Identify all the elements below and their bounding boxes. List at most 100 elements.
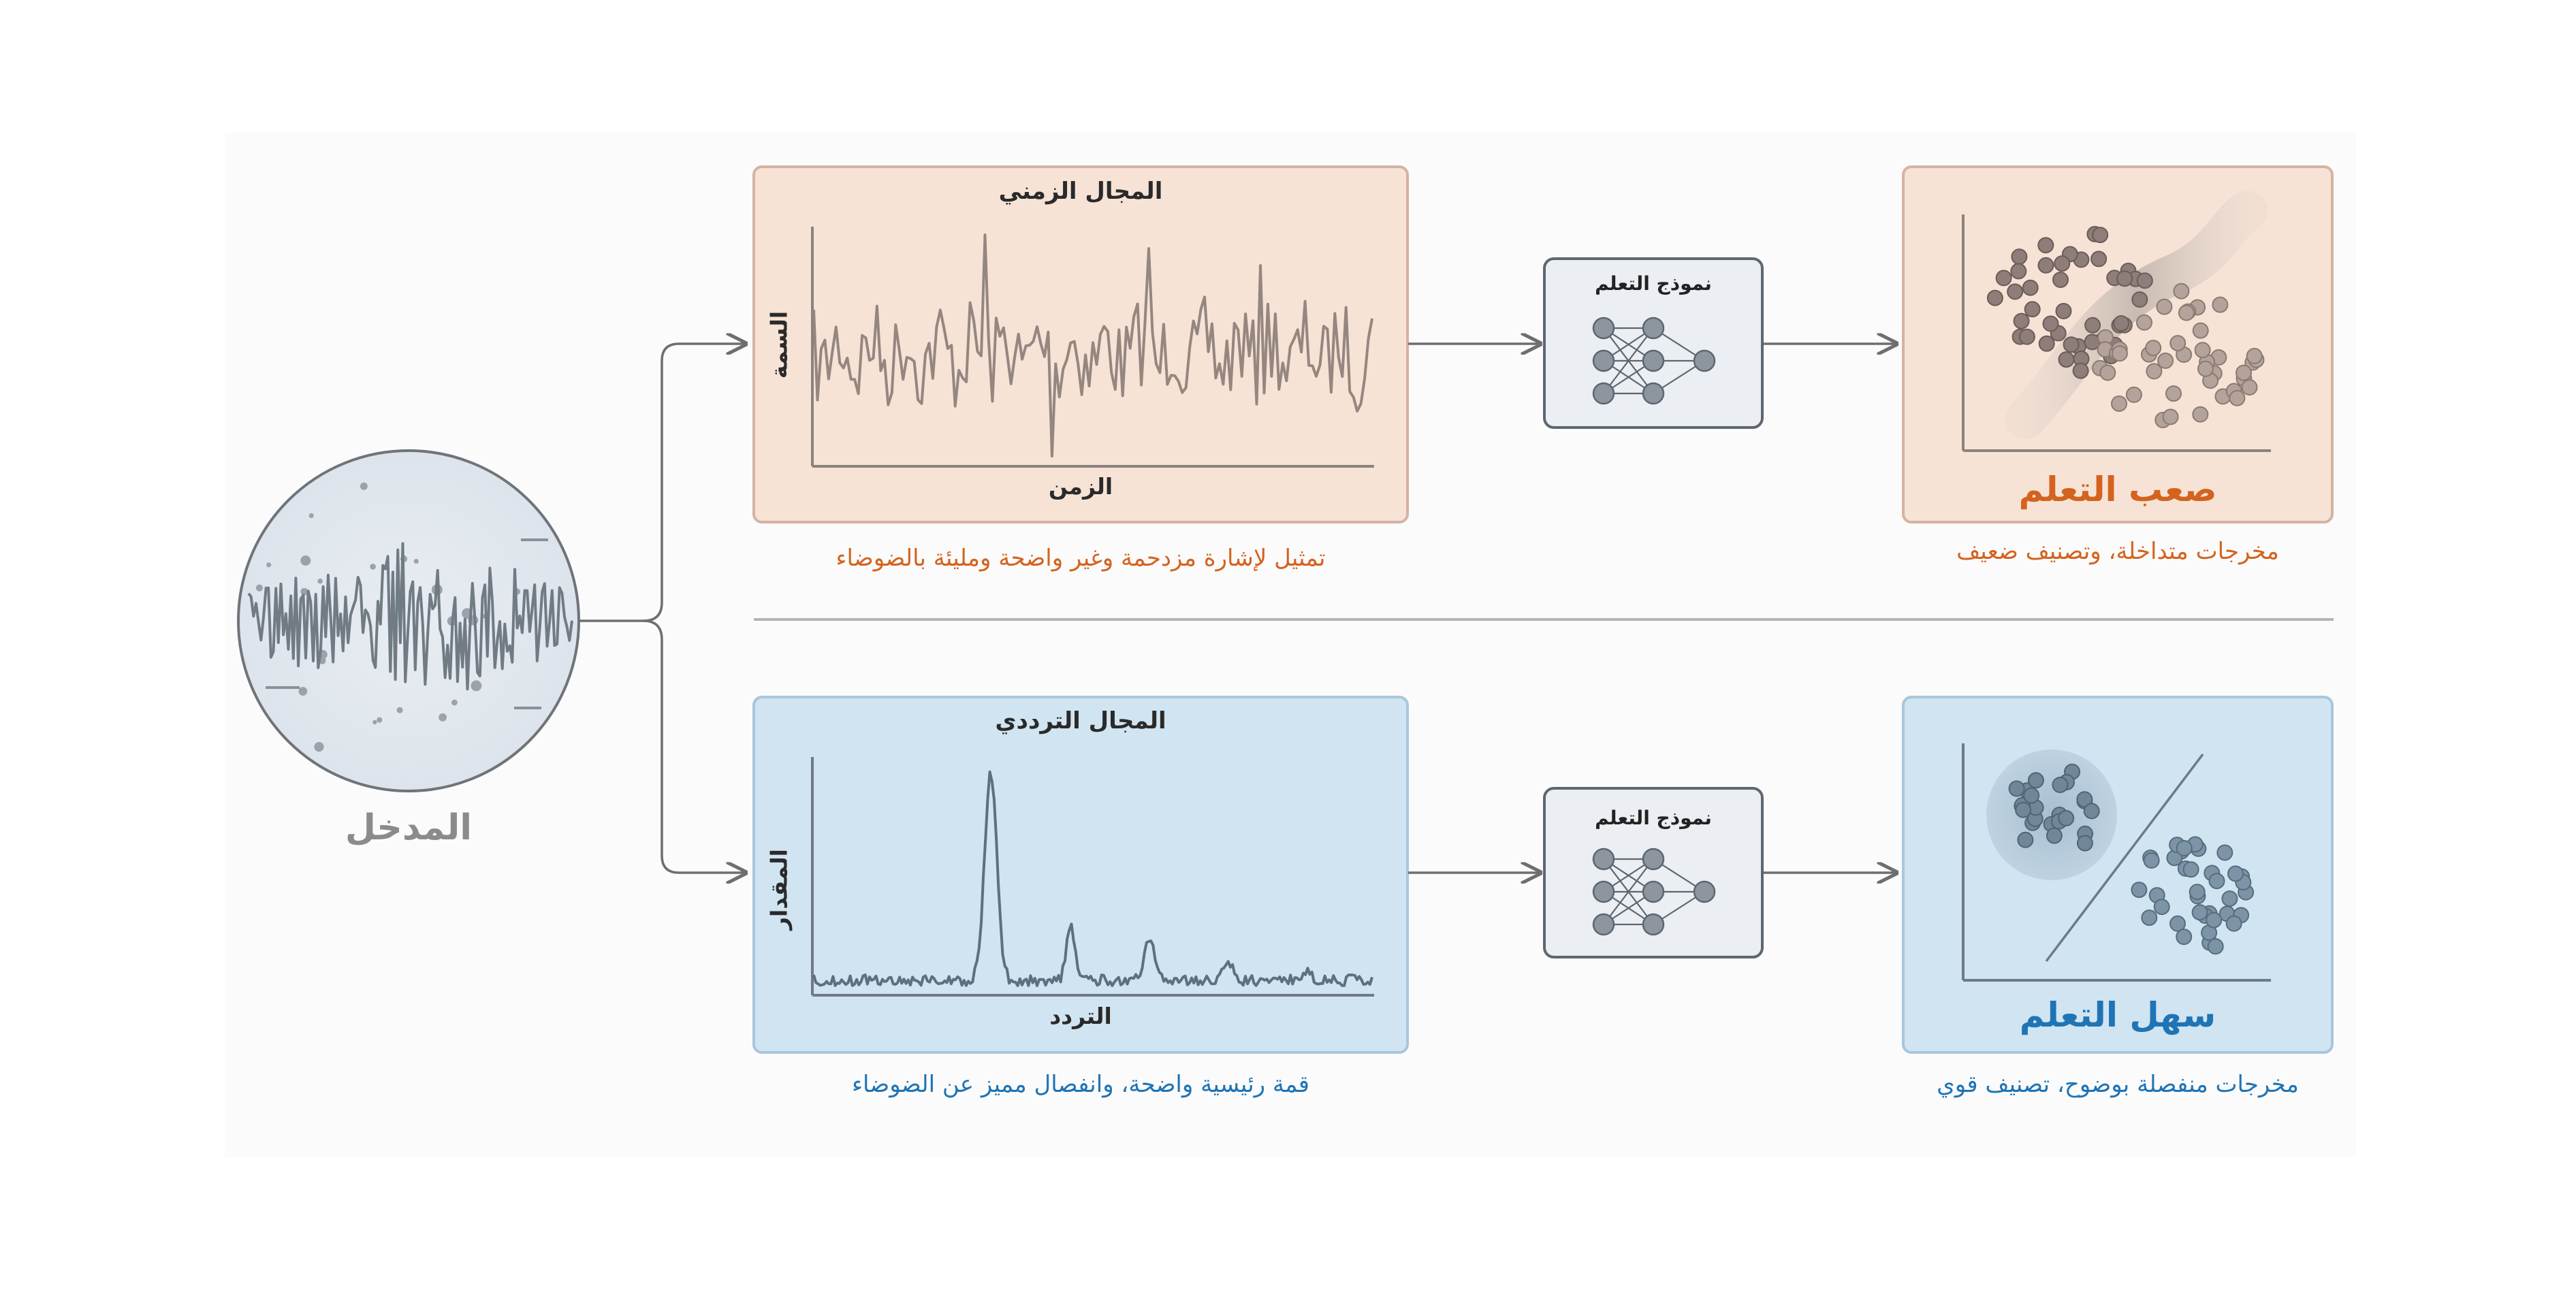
data-point <box>2136 272 2153 289</box>
data-point <box>2208 873 2225 890</box>
easy-result-axes <box>1962 743 2271 982</box>
data-point <box>2052 272 2069 288</box>
data-point <box>2063 336 2080 353</box>
noise-dot <box>300 555 311 566</box>
data-point <box>2010 263 2027 280</box>
noise-dot <box>317 578 323 584</box>
data-point <box>2125 386 2142 403</box>
separated-clusters <box>2008 763 2255 955</box>
data-point <box>2015 801 2032 818</box>
data-point <box>2131 882 2148 899</box>
data-point <box>2084 317 2101 334</box>
branch-connector-lower <box>643 619 746 873</box>
nn-node <box>1693 349 1716 372</box>
model-box-bottom <box>1543 787 1764 958</box>
data-point <box>2058 809 2075 826</box>
data-point <box>2038 335 2055 352</box>
data-point <box>2197 360 2214 377</box>
data-point <box>2136 314 2152 331</box>
data-point <box>2246 348 2263 364</box>
data-point <box>2011 248 2028 265</box>
data-point <box>2241 379 2258 396</box>
data-point <box>2131 291 2148 308</box>
data-point <box>2182 861 2199 878</box>
data-point <box>2099 364 2116 381</box>
input-label: المدخل <box>345 807 473 848</box>
model-box-top <box>1543 257 1764 429</box>
data-point <box>2156 298 2173 315</box>
nn-node <box>1592 880 1615 903</box>
nn-node <box>1592 913 1615 936</box>
noise-dot <box>396 707 403 713</box>
data-point <box>2017 831 2034 848</box>
overlap-band <box>2005 191 2268 439</box>
time-domain-panel <box>752 165 1409 523</box>
data-point <box>2206 912 2223 929</box>
data-point <box>2058 351 2075 368</box>
noise-dot <box>360 482 368 490</box>
data-point <box>2194 342 2211 359</box>
nn-node <box>1592 317 1615 340</box>
model-top-label: نموذج التعلم <box>1595 272 1712 295</box>
data-point <box>2008 780 2025 797</box>
noise-dot <box>370 564 376 570</box>
data-point <box>2141 909 2158 926</box>
nn-node <box>1642 913 1665 936</box>
easy-result-label: سهل التعلم <box>2019 995 2216 1035</box>
nn-node <box>1693 880 1716 903</box>
branch-connector <box>580 344 746 622</box>
data-point <box>2143 852 2160 869</box>
nn-node <box>1592 848 1615 871</box>
data-point <box>2165 385 2182 402</box>
nn-node <box>1642 880 1665 903</box>
data-point <box>2162 408 2179 425</box>
data-point <box>2169 915 2186 932</box>
freq-domain-panel <box>752 696 1409 1054</box>
time-domain-waveform <box>812 233 1373 457</box>
data-point <box>2236 364 2252 381</box>
data-point <box>2090 251 2108 268</box>
freq-domain-caption: قمة رئيسية واضحة، وانفصال مميز عن الضوضا… <box>851 1071 1310 1098</box>
data-point <box>2023 787 2040 804</box>
data-point <box>2229 389 2246 406</box>
data-point <box>2192 406 2209 423</box>
model-bottom-label: نموذج التعلم <box>1595 807 1712 829</box>
hard-result-axes <box>1962 214 2271 452</box>
time-domain-title: المجال الزمني <box>998 178 1163 205</box>
time-domain-caption: تمثيل لإشارة مزدحمة وغير واضحة ومليئة با… <box>836 545 1326 572</box>
data-point <box>2146 363 2163 380</box>
nn-node <box>1592 349 1615 372</box>
time-domain-x-label: الزمن <box>1048 473 1113 500</box>
data-point <box>2178 304 2195 321</box>
data-point <box>2189 884 2206 901</box>
data-point <box>2207 938 2224 955</box>
data-point <box>1995 270 2012 287</box>
noise-dot <box>451 699 458 706</box>
noise-dot <box>439 713 447 722</box>
noise-dot <box>266 562 272 568</box>
freq-domain-spectrum <box>812 770 1373 987</box>
noise-dot <box>377 717 383 723</box>
data-point <box>2216 844 2233 861</box>
noise-dot <box>308 513 314 519</box>
data-point <box>2169 335 2187 352</box>
input-signal-circle <box>237 449 580 792</box>
noise-dot <box>413 559 419 564</box>
data-point <box>2173 283 2190 300</box>
freq-domain-title: المجال الترددي <box>995 707 1166 735</box>
nn-node <box>1642 317 1665 340</box>
data-point <box>2113 315 2130 332</box>
data-point <box>2191 904 2208 921</box>
freq-domain-axes <box>811 757 1374 997</box>
noise-dot <box>300 587 308 596</box>
data-point <box>2092 227 2109 244</box>
input-waveform <box>247 542 573 691</box>
data-point <box>2042 315 2059 332</box>
time-domain-axes <box>811 227 1374 468</box>
hard-result-label: صعب التعلم <box>2018 470 2217 509</box>
data-point <box>2176 840 2193 856</box>
data-point <box>2153 899 2170 916</box>
overlapping-clusters <box>1986 225 2265 428</box>
nn-node <box>1642 382 1665 405</box>
